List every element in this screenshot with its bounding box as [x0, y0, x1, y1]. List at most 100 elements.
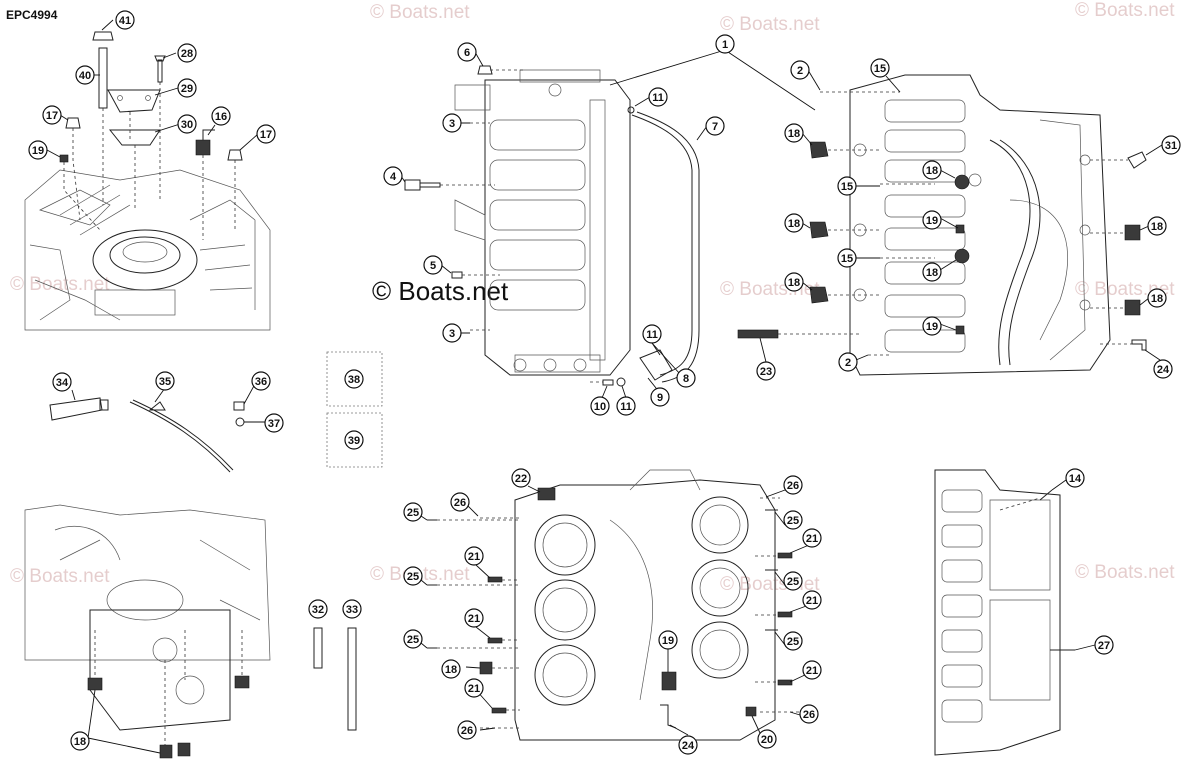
callout-30[interactable]: 30 — [177, 114, 197, 134]
svg-text:38: 38 — [348, 374, 360, 386]
callout-26[interactable]: 26 — [457, 720, 477, 740]
callout-18[interactable]: 18 — [922, 262, 942, 282]
callout-18[interactable]: 18 — [922, 160, 942, 180]
callout-21[interactable]: 21 — [464, 546, 484, 566]
callout-29[interactable]: 29 — [177, 78, 197, 98]
callout-6[interactable]: 6 — [457, 42, 477, 62]
callout-21[interactable]: 21 — [802, 660, 822, 680]
callout-4[interactable]: 4 — [383, 166, 403, 186]
callout-26[interactable]: 26 — [450, 492, 470, 512]
callout-10[interactable]: 10 — [590, 396, 610, 416]
callout-18[interactable]: 18 — [784, 272, 804, 292]
callout-18[interactable]: 18 — [784, 213, 804, 233]
callout-25[interactable]: 25 — [403, 502, 423, 522]
callout-2[interactable]: 2 — [790, 60, 810, 80]
svg-text:15: 15 — [841, 181, 853, 193]
callout-25[interactable]: 25 — [403, 629, 423, 649]
svg-text:8: 8 — [683, 373, 689, 385]
svg-text:11: 11 — [646, 329, 658, 341]
callout-18[interactable]: 18 — [784, 123, 804, 143]
svg-text:21: 21 — [468, 551, 480, 563]
svg-text:19: 19 — [32, 145, 44, 157]
callout-35[interactable]: 35 — [155, 371, 175, 391]
callout-24[interactable]: 24 — [678, 735, 698, 755]
callout-38[interactable]: 38 — [344, 369, 364, 389]
callout-8[interactable]: 8 — [676, 368, 696, 388]
callout-21[interactable]: 21 — [464, 678, 484, 698]
callout-26[interactable]: 26 — [799, 704, 819, 724]
callout-27[interactable]: 27 — [1094, 635, 1114, 655]
callout-28[interactable]: 28 — [177, 43, 197, 63]
svg-text:25: 25 — [407, 634, 419, 646]
svg-text:3: 3 — [449, 118, 455, 130]
callout-22[interactable]: 22 — [511, 468, 531, 488]
svg-text:26: 26 — [461, 725, 473, 737]
callout-21[interactable]: 21 — [464, 608, 484, 628]
callout-37[interactable]: 37 — [264, 413, 284, 433]
callout-11[interactable]: 11 — [642, 324, 662, 344]
svg-text:37: 37 — [268, 418, 280, 430]
callout-25[interactable]: 25 — [783, 631, 803, 651]
callout-5[interactable]: 5 — [423, 255, 443, 275]
svg-text:18: 18 — [1151, 293, 1163, 305]
callout-34[interactable]: 34 — [52, 372, 72, 392]
callout-25[interactable]: 25 — [783, 510, 803, 530]
springs — [487, 552, 793, 714]
callout-23[interactable]: 23 — [756, 361, 776, 381]
svg-text:16: 16 — [215, 111, 227, 123]
callout-9[interactable]: 9 — [650, 387, 670, 407]
callout-19[interactable]: 19 — [28, 140, 48, 160]
callout-39[interactable]: 39 — [344, 430, 364, 450]
svg-text:6: 6 — [464, 47, 470, 59]
callout-25[interactable]: 25 — [403, 566, 423, 586]
watermark: © Boats.net — [10, 566, 110, 587]
callout-1[interactable]: 1 — [715, 34, 735, 54]
callouts: 41 28 40 29 17 30 16 17 19 6 1 11 3 7 4 … — [28, 10, 1181, 755]
svg-text:30: 30 — [181, 119, 193, 131]
callout-18[interactable]: 18 — [441, 659, 461, 679]
callout-41[interactable]: 41 — [115, 10, 135, 30]
callout-18[interactable]: 18 — [1147, 216, 1167, 236]
callout-40[interactable]: 40 — [75, 65, 95, 85]
callout-17[interactable]: 17 — [42, 105, 62, 125]
callout-36[interactable]: 36 — [251, 371, 271, 391]
callout-11[interactable]: 11 — [648, 87, 668, 107]
svg-text:25: 25 — [787, 636, 799, 648]
svg-text:3: 3 — [449, 328, 455, 340]
callout-25[interactable]: 25 — [783, 571, 803, 591]
callout-18[interactable]: 18 — [70, 731, 90, 751]
callout-21[interactable]: 21 — [802, 528, 822, 548]
callout-15[interactable]: 15 — [837, 176, 857, 196]
callout-26[interactable]: 26 — [783, 475, 803, 495]
svg-text:36: 36 — [255, 376, 267, 388]
callout-17[interactable]: 17 — [256, 124, 276, 144]
callout-19[interactable]: 19 — [922, 210, 942, 230]
svg-text:20: 20 — [761, 734, 773, 746]
callout-24[interactable]: 24 — [1153, 359, 1173, 379]
callout-2[interactable]: 2 — [838, 352, 858, 372]
callout-11[interactable]: 11 — [616, 396, 636, 416]
callout-33[interactable]: 33 — [342, 599, 362, 619]
svg-text:19: 19 — [662, 635, 674, 647]
callout-20[interactable]: 20 — [757, 729, 777, 749]
svg-text:27: 27 — [1098, 640, 1110, 652]
callout-15[interactable]: 15 — [870, 58, 890, 78]
svg-text:18: 18 — [788, 128, 800, 140]
callout-14[interactable]: 14 — [1065, 468, 1085, 488]
svg-text:23: 23 — [760, 366, 772, 378]
callout-3[interactable]: 3 — [442, 113, 462, 133]
callout-31[interactable]: 31 — [1161, 135, 1181, 155]
callout-3[interactable]: 3 — [442, 323, 462, 343]
svg-text:21: 21 — [468, 683, 480, 695]
callout-32[interactable]: 32 — [308, 599, 328, 619]
callout-7[interactable]: 7 — [705, 116, 725, 136]
callout-15[interactable]: 15 — [837, 248, 857, 268]
callout-16[interactable]: 16 — [211, 106, 231, 126]
svg-text:22: 22 — [515, 473, 527, 485]
callout-21[interactable]: 21 — [802, 590, 822, 610]
callout-19[interactable]: 19 — [922, 316, 942, 336]
svg-text:19: 19 — [926, 321, 938, 333]
callout-19[interactable]: 19 — [658, 630, 678, 650]
callout-18[interactable]: 18 — [1147, 288, 1167, 308]
svg-text:21: 21 — [806, 665, 818, 677]
